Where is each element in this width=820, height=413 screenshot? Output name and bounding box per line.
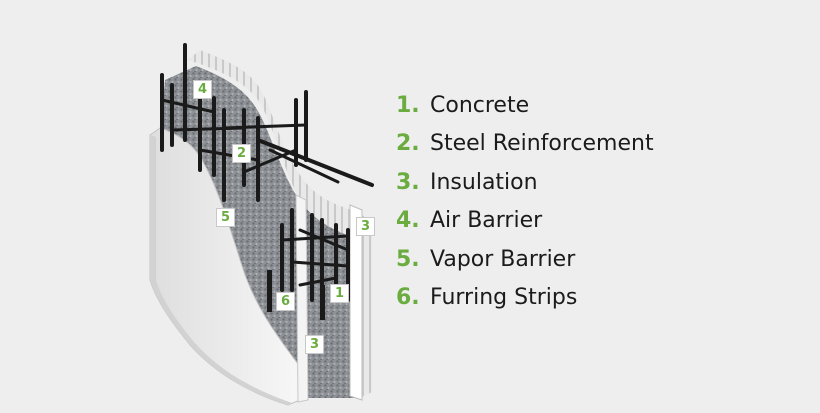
legend-item-furring-strips: 6. Furring Strips bbox=[396, 279, 654, 318]
legend-item-steel-reinforcement: 2. Steel Reinforcement bbox=[396, 125, 654, 164]
concrete-core bbox=[160, 66, 360, 398]
legend-number: 4. bbox=[396, 208, 420, 234]
legend-number: 1. bbox=[396, 92, 420, 118]
legend-number: 6. bbox=[396, 285, 420, 311]
legend-item-concrete: 1. Concrete bbox=[396, 86, 654, 125]
callout-6: 6 bbox=[276, 292, 295, 311]
legend-label: Insulation bbox=[430, 169, 538, 195]
callout-3-top: 3 bbox=[356, 217, 375, 236]
callout-2: 2 bbox=[232, 144, 251, 163]
legend-label: Air Barrier bbox=[430, 208, 543, 234]
legend-label: Steel Reinforcement bbox=[430, 131, 654, 157]
legend-item-vapor-barrier: 5. Vapor Barrier bbox=[396, 240, 654, 279]
callout-4: 4 bbox=[193, 80, 212, 99]
legend-item-air-barrier: 4. Air Barrier bbox=[396, 202, 654, 241]
callout-3-bottom: 3 bbox=[305, 335, 324, 354]
legend-number: 2. bbox=[396, 131, 420, 157]
legend-label: Furring Strips bbox=[430, 285, 578, 311]
legend-number: 3. bbox=[396, 169, 420, 195]
legend-number: 5. bbox=[396, 246, 420, 272]
legend-label: Vapor Barrier bbox=[430, 246, 576, 272]
legend-label: Concrete bbox=[430, 92, 530, 118]
end-insulation-strip bbox=[349, 204, 363, 401]
legend-item-insulation: 3. Insulation bbox=[396, 163, 654, 202]
callout-1: 1 bbox=[330, 284, 349, 303]
callout-5: 5 bbox=[216, 208, 235, 227]
furring-strips bbox=[267, 270, 325, 320]
legend: 1. Concrete 2. Steel Reinforcement 3. In… bbox=[396, 86, 654, 317]
